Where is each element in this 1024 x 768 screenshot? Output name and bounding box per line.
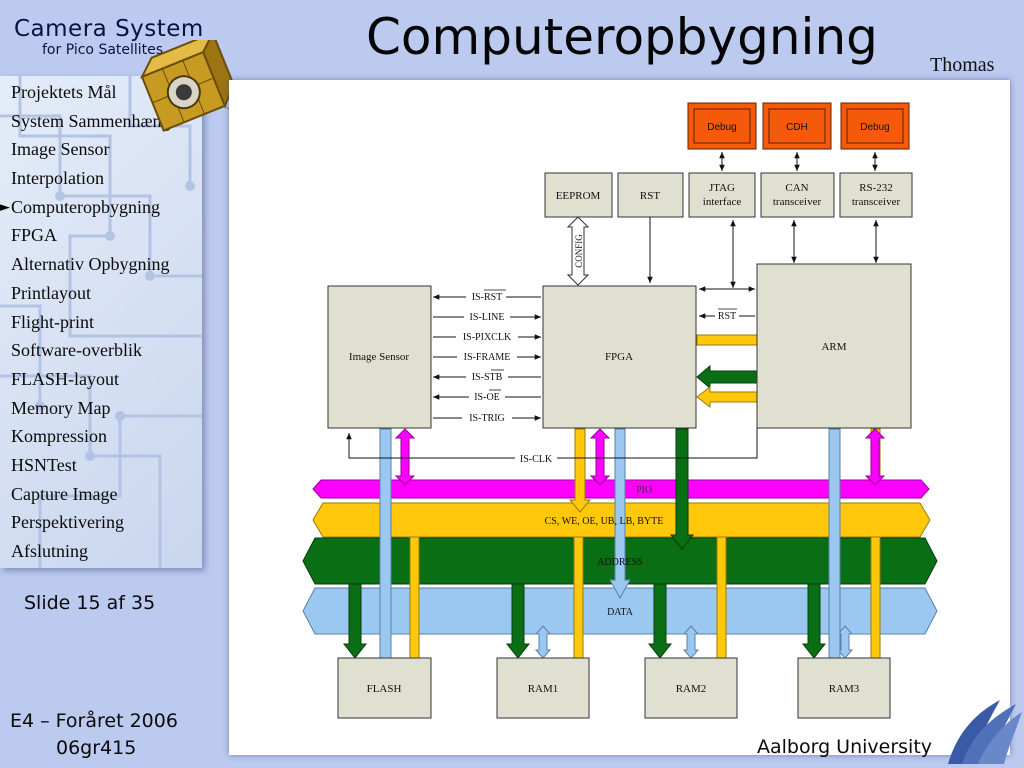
jtag-label-line2: interface (703, 196, 742, 208)
ram3-label: RAM3 (829, 683, 860, 695)
ram3-block: RAM3 (797, 657, 891, 719)
ram1-label: RAM1 (528, 683, 559, 695)
address-bus-label: ADDRESS (597, 557, 643, 568)
nav-item-afslutning[interactable]: Afslutning (11, 541, 89, 561)
brand-subtitle: for Pico Satellites (42, 42, 164, 58)
jtag-block: JTAG interface (688, 172, 756, 218)
nav-item-flight-print[interactable]: Flight-print (11, 311, 95, 332)
nav-item-projektets-maal[interactable]: Projektets Mål (11, 82, 117, 102)
config-label: CONFIG (574, 234, 584, 268)
footer-term: E4 – Foråret 2006 (10, 710, 178, 732)
nav-item-memory-map[interactable]: Memory Map (11, 397, 111, 418)
arm-label: ARM (821, 341, 846, 353)
page-title: Computeropbygning (366, 8, 878, 66)
debug-block-right: Debug (840, 102, 910, 150)
nav-item-perspektivering[interactable]: Perspektivering (11, 512, 124, 533)
flash-label: FLASH (367, 683, 402, 695)
debug-right-label: Debug (860, 122, 889, 133)
current-slide-pointer-icon: ► (0, 200, 10, 215)
aalborg-university-logo-icon (948, 700, 1022, 764)
fpga-label: FPGA (605, 351, 633, 363)
rst-label: RST (640, 190, 660, 202)
debug-left-label: Debug (707, 122, 736, 133)
nav-item-software-overblik[interactable]: Software-overblik (11, 340, 142, 361)
author-name: Thomas (930, 54, 995, 76)
brand-title: Camera System (14, 16, 204, 42)
jtag-label-line1: JTAG (709, 182, 735, 194)
nav-item-printlayout[interactable]: Printlayout (11, 282, 91, 303)
cdh-label: CDH (786, 122, 808, 133)
signal-is-clk: IS-CLK (520, 454, 553, 465)
signal-rst: RST (718, 311, 736, 322)
satellite-icon (139, 40, 271, 136)
data-bus-label: DATA (607, 607, 634, 618)
ram2-block: RAM2 (644, 657, 738, 719)
eeprom-label: EEPROM (556, 190, 601, 202)
rst-block: RST (617, 172, 684, 218)
ram1-block: RAM1 (496, 657, 590, 719)
footer-group: 06gr415 (56, 737, 137, 759)
data-bus-arrow (302, 587, 938, 635)
flash-block: FLASH (337, 657, 432, 719)
rs232-label-line2: transceiver (852, 196, 901, 208)
config-arrow (566, 216, 590, 286)
cdh-block: CDH (762, 102, 832, 150)
university-name: Aalborg University (757, 736, 933, 758)
navigation-panel: Projektets Mål System Sammenhæng Image S… (0, 76, 202, 568)
can-block: CAN transceiver (760, 172, 835, 218)
debug-block-left: Debug (687, 102, 757, 150)
rs232-label-line1: RS-232 (859, 182, 893, 194)
nav-item-flash-layout[interactable]: FLASH-layout (11, 368, 119, 389)
signal-is-stb: IS-STB (472, 372, 503, 383)
fpga-block: FPGA (542, 285, 697, 429)
signal-is-trig: IS-TRIG (469, 413, 505, 424)
image-sensor-block: Image Sensor (327, 285, 432, 429)
signal-is-pixclk: IS-PIXCLK (463, 332, 512, 343)
signal-is-line: IS-LINE (470, 312, 505, 323)
ram2-label: RAM2 (676, 683, 707, 695)
nav-item-fpga[interactable]: FPGA (11, 225, 58, 246)
control-bus-label: CS, WE, OE, UB, LB, BYTE (545, 516, 664, 527)
nav-item-alternativ-opbygning[interactable]: Alternativ Opbygning (11, 254, 170, 275)
navigation-list: Projektets Mål System Sammenhæng Image S… (11, 82, 171, 568)
can-label-line1: CAN (785, 182, 808, 194)
nav-item-kompression[interactable]: Kompression (11, 426, 107, 447)
nav-item-hsntest[interactable]: HSNTest (11, 454, 77, 475)
nav-item-image-sensor[interactable]: Image Sensor (11, 139, 110, 160)
signal-is-oe: IS-OE (474, 392, 500, 403)
circuit-pattern-background (0, 76, 202, 568)
nav-item-computeropbygning[interactable]: Computeropbygning (11, 196, 160, 217)
nav-item-capture-image[interactable]: Capture Image (11, 483, 118, 504)
eeprom-block: EEPROM (544, 172, 613, 218)
signal-is-frame: IS-FRAME (464, 352, 511, 363)
signal-is-rst: IS-RST (472, 292, 503, 303)
rs232-block: RS-232 transceiver (839, 172, 913, 218)
nav-item-interpolation[interactable]: Interpolation (11, 168, 104, 189)
nav-item-system-sammenhaeng[interactable]: System Sammenhæng (11, 110, 171, 131)
arm-block: ARM (756, 263, 912, 429)
pio-bus-label: PIO (636, 485, 652, 496)
can-label-line2: transceiver (773, 196, 822, 208)
image-sensor-label: Image Sensor (349, 351, 410, 363)
slide-counter: Slide 15 af 35 (24, 592, 156, 614)
